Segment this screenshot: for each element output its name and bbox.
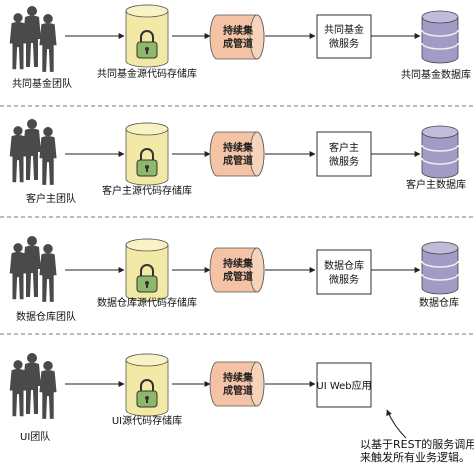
db-label: 数据仓库 (419, 296, 459, 309)
repo-label: UI源代码存储库 (112, 414, 182, 427)
database-icon (421, 125, 459, 179)
people-icon (10, 353, 57, 419)
service-box (316, 362, 372, 408)
service-box (316, 249, 372, 295)
people-icon (10, 6, 57, 72)
pipeline-label: 成管道 (223, 270, 253, 283)
repo-label: 共同基金源代码存储库 (97, 67, 197, 80)
service-label: 客户主 (329, 141, 359, 154)
db-label: 客户主数据库 (406, 178, 466, 191)
pipeline-shape (209, 131, 265, 177)
database-icon (421, 241, 459, 295)
team-label: 数据仓库团队 (16, 310, 76, 323)
note-line: 来触发所有业务逻辑。 (360, 450, 470, 464)
service-label: 数据仓库 (324, 259, 364, 272)
pipeline-label: 持续集 (223, 141, 254, 154)
note-line: 以基于REST的服务调用 (360, 437, 474, 451)
repo-label: 客户主源代码存储库 (102, 184, 192, 197)
repo-label: 数据仓库源代码存储库 (97, 296, 197, 309)
service-label: 共同基金 (324, 23, 364, 36)
pipeline-shape (209, 14, 265, 60)
database-icon (421, 10, 459, 64)
row-1: 持续集 成管道 共同基金 微服务 共同基金团队 共同基金源代码存储库 共同基金数… (10, 4, 471, 90)
people-icon (10, 236, 57, 302)
row-2: 持续集 成管道 客户主 微服务 客户主团队 客户主源代码存储库 客户主数据库 (10, 119, 466, 205)
row-4: 持续集 成管道 UI Web应用 UI团队 UI源代码存储库 (10, 353, 372, 443)
pipeline-label: 持续集 (223, 257, 254, 270)
pipeline-shape (209, 361, 265, 407)
repo-lock-icon (125, 122, 169, 186)
team-label: 客户主团队 (26, 192, 76, 205)
service-box (316, 131, 372, 177)
service-label: 微服务 (329, 155, 359, 168)
repo-lock-icon (125, 238, 169, 302)
team-label: UI团队 (20, 430, 50, 443)
pipeline-label: 成管道 (223, 384, 253, 397)
pipeline-label: 持续集 (223, 24, 254, 37)
repo-lock-icon (125, 4, 169, 68)
pipeline-label: 持续集 (223, 371, 254, 384)
pipeline-label: 成管道 (223, 154, 253, 167)
people-icon (10, 119, 57, 185)
note-arrow (386, 409, 407, 439)
service-label: 微服务 (329, 37, 359, 50)
pipeline-label: 成管道 (223, 37, 253, 50)
team-label: 共同基金团队 (12, 77, 72, 90)
row-3: 持续集 成管道 数据仓库 微服务 数据仓库团队 数据仓库源代码存储库 数据仓库 (10, 236, 459, 323)
service-label: 微服务 (329, 273, 359, 286)
service-box (316, 14, 372, 59)
repo-lock-icon (125, 353, 169, 417)
pipeline-shape (209, 247, 265, 293)
service-label: UI Web应用 (316, 379, 371, 392)
db-label: 共同基金数据库 (401, 68, 471, 81)
